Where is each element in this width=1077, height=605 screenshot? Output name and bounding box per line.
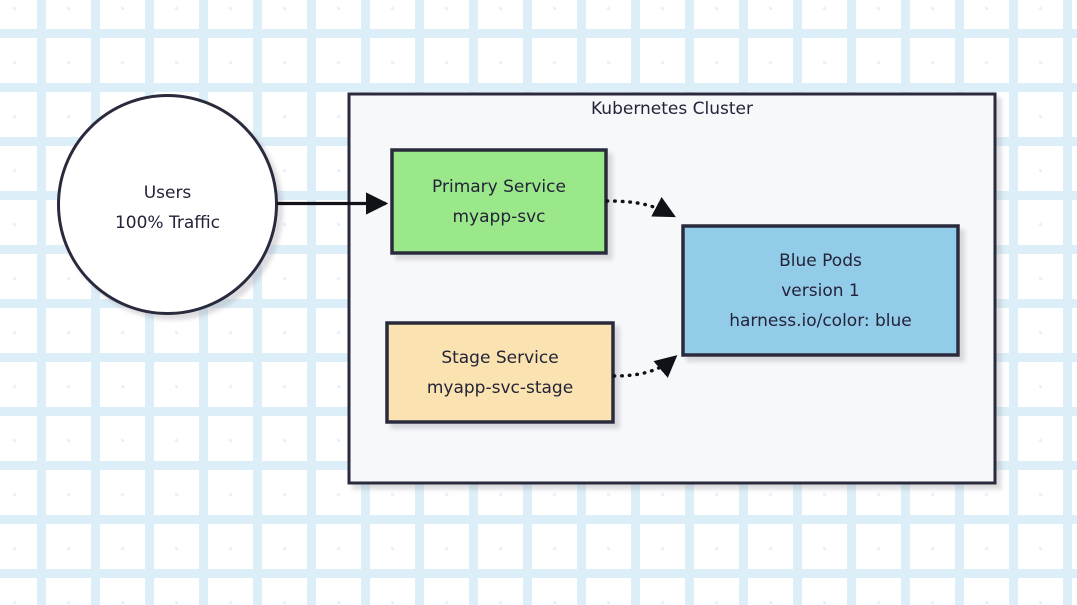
edge-primary-service-to-blue-pods — [605, 196, 676, 218]
users-node[interactable] — [57, 94, 278, 315]
stage-service-node[interactable] — [385, 321, 615, 424]
edge-stage-service-to-blue-pods — [612, 355, 678, 378]
cluster-title: Kubernetes Cluster — [591, 99, 753, 119]
blue-pods-node[interactable] — [681, 224, 960, 357]
primary-service-node[interactable] — [390, 148, 608, 255]
